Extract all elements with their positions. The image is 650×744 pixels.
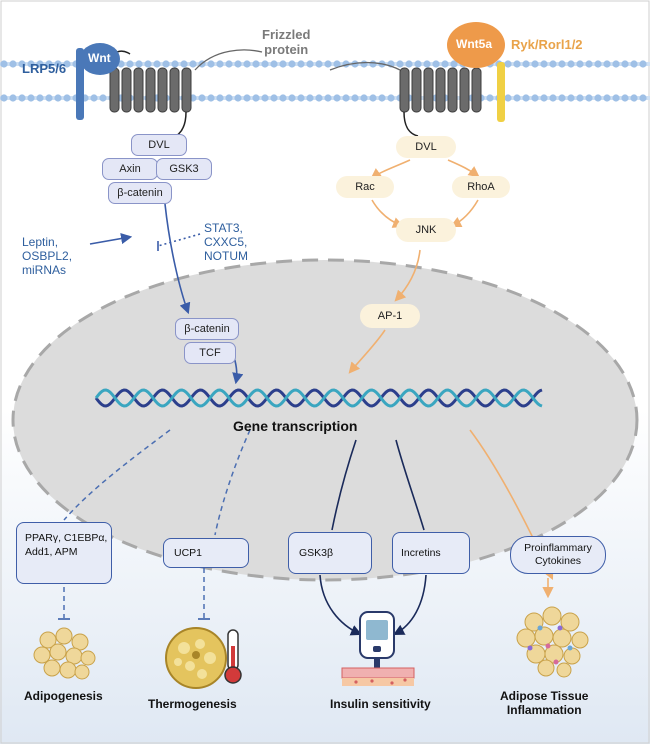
lrp-receptor <box>76 48 84 120</box>
cytokines-box: Proinflammary Cytokines <box>510 536 606 574</box>
ucp1-text: UCP1 <box>174 547 203 559</box>
jnk-box: JNK <box>396 218 456 242</box>
lrp-label: LRP5/6 <box>22 61 67 76</box>
adipogenic-factors-box: PPARγ, C1EBPα, Add1, APM <box>16 522 112 584</box>
dna-helix <box>94 388 543 408</box>
incretins-box: Incretins <box>392 532 470 574</box>
frizzled-receptor-right <box>399 67 482 113</box>
gene-transcription-label: Gene transcription <box>233 418 358 434</box>
inhibitors-label: STAT3, CXXC5, NOTUM <box>204 221 248 263</box>
ryk-receptor <box>497 62 505 122</box>
tcf-box: TCF <box>184 342 236 364</box>
axin-box: Axin <box>102 158 158 180</box>
frizzled-receptor-left <box>109 67 192 113</box>
inflamed-adipose-icon <box>516 606 589 678</box>
thermogenesis-label: Thermogenesis <box>148 697 237 711</box>
nuclear-beta-catenin-box: β-catenin <box>175 318 239 340</box>
activators-label: Leptin, OSBPL2, miRNAs <box>22 235 73 277</box>
brown-fat-icon <box>165 627 227 689</box>
inflammation-label: Adipose Tissue Inflammation <box>500 689 589 717</box>
incretins-text: Incretins <box>401 547 441 559</box>
gsk3-box: GSK3 <box>156 158 212 180</box>
rhoa-box: RhoA <box>452 176 510 198</box>
dvl-box: DVL <box>131 134 187 156</box>
adipocyte-cluster-icon <box>33 627 96 680</box>
wnt-ligand <box>80 43 120 75</box>
glucometer-icon <box>341 611 415 686</box>
adipogenic-factors-text: PPARγ, C1EBPα, Add1, APM <box>25 532 108 559</box>
cytokines-text: Proinflammary Cytokines <box>524 541 592 567</box>
wnt5a-label: Wnt5a <box>456 37 492 51</box>
ucp1-box: UCP1 <box>163 538 249 568</box>
rac-box: Rac <box>336 176 394 198</box>
dvl-nc-box: DVL <box>396 136 456 158</box>
immune-cells-icon <box>527 625 573 665</box>
beta-catenin-box: β-catenin <box>108 182 172 204</box>
wnt5a-ligand <box>447 22 505 68</box>
insulin-sensitivity-label: Insulin sensitivity <box>330 697 431 711</box>
frizzled-label: Frizzled protein <box>262 27 311 57</box>
nucleus <box>11 258 639 582</box>
wnt-label: Wnt <box>88 51 111 65</box>
gsk3b-box: GSK3β <box>288 532 372 574</box>
ap1-box: AP-1 <box>360 304 420 328</box>
thermometer-icon <box>224 629 242 684</box>
adipogenesis-label: Adipogenesis <box>24 689 103 703</box>
ryk-label: Ryk/Rorl1/2 <box>511 37 583 52</box>
gsk3b-text: GSK3β <box>299 547 334 559</box>
